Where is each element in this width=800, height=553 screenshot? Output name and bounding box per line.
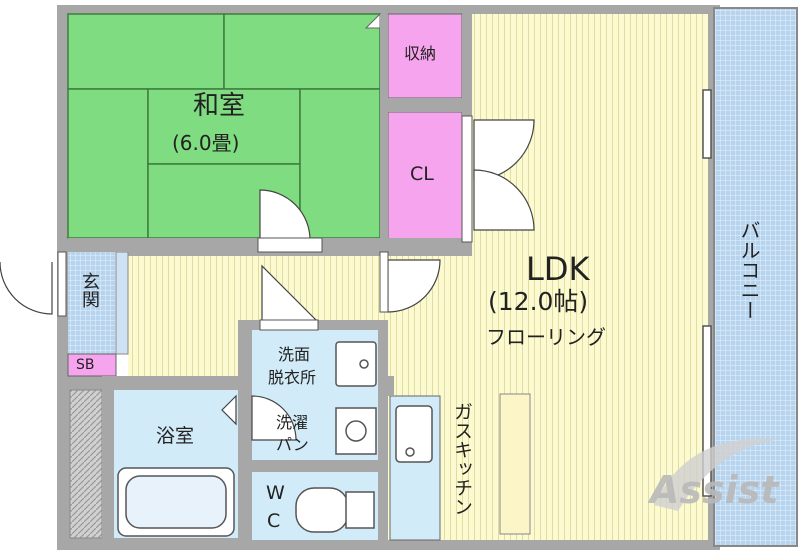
senmen-label-1: 洗面 — [278, 345, 311, 364]
fixtures — [117, 341, 433, 537]
ldk-floor-label: フローリング — [486, 325, 606, 349]
closet-label: CL — [410, 163, 434, 185]
ldk-label: LDK — [526, 250, 590, 288]
genkan-step — [115, 251, 129, 355]
assist-logo: Assist — [647, 438, 780, 512]
balcony-windows — [702, 89, 712, 497]
senmen-label-2: 脱衣所 — [268, 368, 317, 387]
wc-label-2: C — [267, 510, 281, 532]
pipe-shaft — [69, 389, 103, 539]
sentaku-label-2: パン — [276, 435, 309, 454]
sentaku-label-1: 洗濯 — [276, 413, 309, 432]
bath-label: 浴室 — [156, 425, 195, 447]
tatami-mats — [67, 13, 381, 239]
genkan-label: 玄関 — [79, 272, 100, 308]
kitchen-label: ガスキッチン — [451, 402, 473, 516]
balcony-label: バルコニー — [737, 220, 761, 320]
door-frames — [57, 115, 473, 331]
door-swings — [0, 119, 535, 441]
wc-label-1: W — [266, 482, 285, 504]
shoebox — [67, 353, 117, 377]
closet-room — [387, 111, 463, 243]
kitchen-shelf — [499, 393, 531, 535]
svg-text:Assist: Assist — [648, 468, 780, 512]
washitsu-label: 和室 — [193, 91, 246, 121]
ldk-size-label: (12.0帖) — [488, 287, 589, 316]
assist-watermark: Assist — [647, 425, 788, 525]
shoebox-label: SB — [76, 357, 95, 373]
genkan-floor — [68, 252, 116, 354]
shuno-room — [387, 13, 463, 99]
washitsu-size-label: (6.0畳) — [172, 131, 240, 155]
shuno-label: 収納 — [404, 44, 437, 63]
